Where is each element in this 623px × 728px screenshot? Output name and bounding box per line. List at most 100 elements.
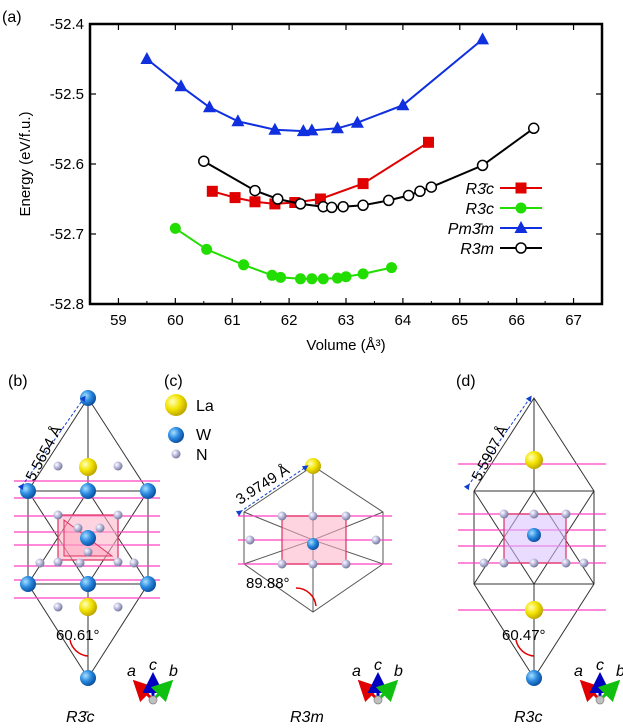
data-point bbox=[238, 259, 250, 271]
x-tick-label: 59 bbox=[110, 312, 127, 329]
data-point bbox=[396, 98, 410, 111]
angle-d: 60.47° bbox=[502, 627, 546, 644]
legend-marker bbox=[515, 202, 527, 214]
data-point bbox=[402, 189, 415, 202]
axis-b-label: b bbox=[394, 663, 403, 680]
data-point bbox=[386, 262, 398, 274]
legend-la: La bbox=[196, 398, 214, 415]
structure-name-c: R3m bbox=[290, 709, 324, 726]
axis-a-label: a bbox=[127, 663, 136, 680]
data-point bbox=[305, 123, 319, 136]
x-tick-label: 63 bbox=[338, 312, 355, 329]
data-point bbox=[275, 271, 287, 283]
axis-b-label: b bbox=[616, 663, 623, 680]
legend-n: N bbox=[196, 447, 208, 464]
axis-origin bbox=[595, 695, 605, 705]
angle-c: 89.88° bbox=[246, 575, 290, 592]
axis-c-label: c bbox=[596, 657, 604, 674]
axis-origin bbox=[373, 695, 383, 705]
angle-b: 60.61° bbox=[56, 627, 100, 644]
x-axis-label: Volume (Å³) bbox=[306, 337, 385, 354]
axis-c-label: c bbox=[374, 657, 382, 674]
data-point bbox=[268, 122, 282, 135]
data-point bbox=[169, 222, 181, 234]
legend-label: R3c bbox=[466, 201, 494, 218]
data-point bbox=[476, 32, 490, 45]
legend-marker bbox=[514, 221, 528, 233]
data-point bbox=[249, 184, 261, 197]
axis-origin bbox=[148, 695, 158, 705]
data-point bbox=[202, 100, 216, 113]
data-point bbox=[174, 79, 188, 92]
data-point bbox=[350, 115, 364, 128]
y-tick-label: -52.7 bbox=[50, 226, 84, 243]
axis-triad: acb bbox=[574, 657, 623, 705]
data-point bbox=[357, 268, 369, 280]
w-legend-icon bbox=[168, 427, 184, 443]
legend-w: W bbox=[196, 427, 212, 444]
n-legend-icon bbox=[171, 449, 181, 459]
axis-b-label: b bbox=[169, 663, 178, 680]
data-point bbox=[229, 192, 241, 204]
y-tick-label: -52.4 bbox=[50, 16, 84, 33]
data-point bbox=[314, 193, 326, 205]
structure-name-b: R3̄c bbox=[66, 709, 94, 726]
series-triangle bbox=[140, 32, 490, 137]
x-tick-label: 65 bbox=[451, 312, 468, 329]
series-line bbox=[146, 38, 484, 133]
data-point bbox=[357, 178, 369, 190]
data-point bbox=[382, 194, 395, 207]
data-point bbox=[294, 273, 306, 285]
series-circle bbox=[169, 222, 398, 285]
y-axis-label: Energy (eV/f.u.) bbox=[17, 111, 34, 216]
data-point bbox=[271, 193, 284, 205]
plot-frame bbox=[88, 22, 604, 306]
panel-label-d: (d) bbox=[456, 373, 476, 390]
x-tick-label: 67 bbox=[565, 312, 582, 329]
data-point bbox=[337, 200, 349, 213]
legend-label: Pm3̄m bbox=[448, 221, 494, 238]
panel-label-a: (a) bbox=[2, 9, 22, 26]
panel-label-c: (c) bbox=[164, 373, 183, 390]
legend-marker bbox=[515, 182, 527, 194]
axis-a-label: a bbox=[352, 663, 361, 680]
data-point bbox=[422, 136, 434, 148]
data-point bbox=[206, 185, 218, 197]
legend-label: R3̄c bbox=[466, 181, 494, 198]
axis-c-label: c bbox=[149, 657, 157, 674]
data-point bbox=[317, 273, 329, 285]
legend-label: R3m bbox=[460, 241, 494, 258]
x-tick-label: 62 bbox=[281, 312, 298, 329]
data-point bbox=[414, 185, 426, 198]
data-point bbox=[140, 52, 154, 64]
x-tick-label: 60 bbox=[167, 312, 184, 329]
x-tick-label: 64 bbox=[395, 312, 412, 329]
data-point bbox=[294, 198, 307, 210]
x-tick-label: 66 bbox=[508, 312, 525, 329]
axis-triads: acbacbacb bbox=[127, 657, 623, 705]
lattice-param-b: 5.5654 Å bbox=[23, 423, 66, 484]
la-legend-icon bbox=[165, 394, 187, 416]
series-open-circle bbox=[198, 122, 540, 214]
lattice-param-d: 5.5907 Å bbox=[469, 423, 512, 484]
axis-a-label: a bbox=[574, 663, 583, 680]
data-point bbox=[249, 196, 261, 208]
x-tick-label: 61 bbox=[224, 312, 241, 329]
panel-label-b: (b) bbox=[8, 373, 28, 390]
data-point bbox=[306, 273, 318, 285]
legend-marker bbox=[515, 242, 527, 254]
data-point bbox=[527, 122, 540, 135]
data-point bbox=[340, 271, 352, 283]
structure-panel-b: (b) bbox=[8, 373, 160, 726]
data-point bbox=[331, 272, 343, 284]
structure-name-d: R3c bbox=[514, 709, 542, 726]
data-point bbox=[425, 181, 438, 193]
y-tick-label: -52.5 bbox=[50, 86, 84, 103]
data-point bbox=[296, 124, 310, 137]
data-point bbox=[231, 114, 245, 127]
y-tick-label: -52.8 bbox=[50, 296, 84, 313]
